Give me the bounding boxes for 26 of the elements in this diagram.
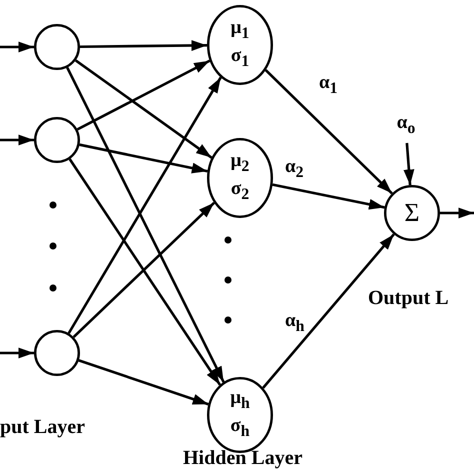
output-neuron: Σ: [384, 185, 440, 241]
arrow: [403, 142, 414, 186]
layer-label: Output L: [368, 287, 449, 310]
input-neuron: [34, 117, 80, 163]
layer-label: put Layer: [0, 416, 85, 439]
arrow: [264, 69, 393, 194]
arrow: [0, 348, 34, 358]
arrow: [68, 76, 222, 334]
input-neuron: [34, 330, 80, 376]
hidden-neuron: μ$_{1}$ σ$_{1}$: [207, 5, 273, 85]
arrow: [66, 67, 225, 383]
input-neuron: [34, 24, 80, 70]
arrow: [78, 359, 209, 406]
arrow: [272, 183, 385, 210]
arrow: [0, 134, 34, 146]
arrow: [440, 208, 474, 218]
arrow: [0, 42, 34, 52]
arrow: [262, 233, 395, 389]
arrow: [74, 59, 212, 159]
arrow: [79, 143, 208, 174]
hidden-neuron: μ$_{2}$ σ$_{2}$: [207, 138, 273, 218]
arrow: [68, 158, 222, 386]
arrow: [72, 202, 215, 338]
arrow: [80, 40, 208, 51]
bias-label: α$_{o}$: [392, 113, 420, 139]
arrow: [76, 60, 210, 131]
